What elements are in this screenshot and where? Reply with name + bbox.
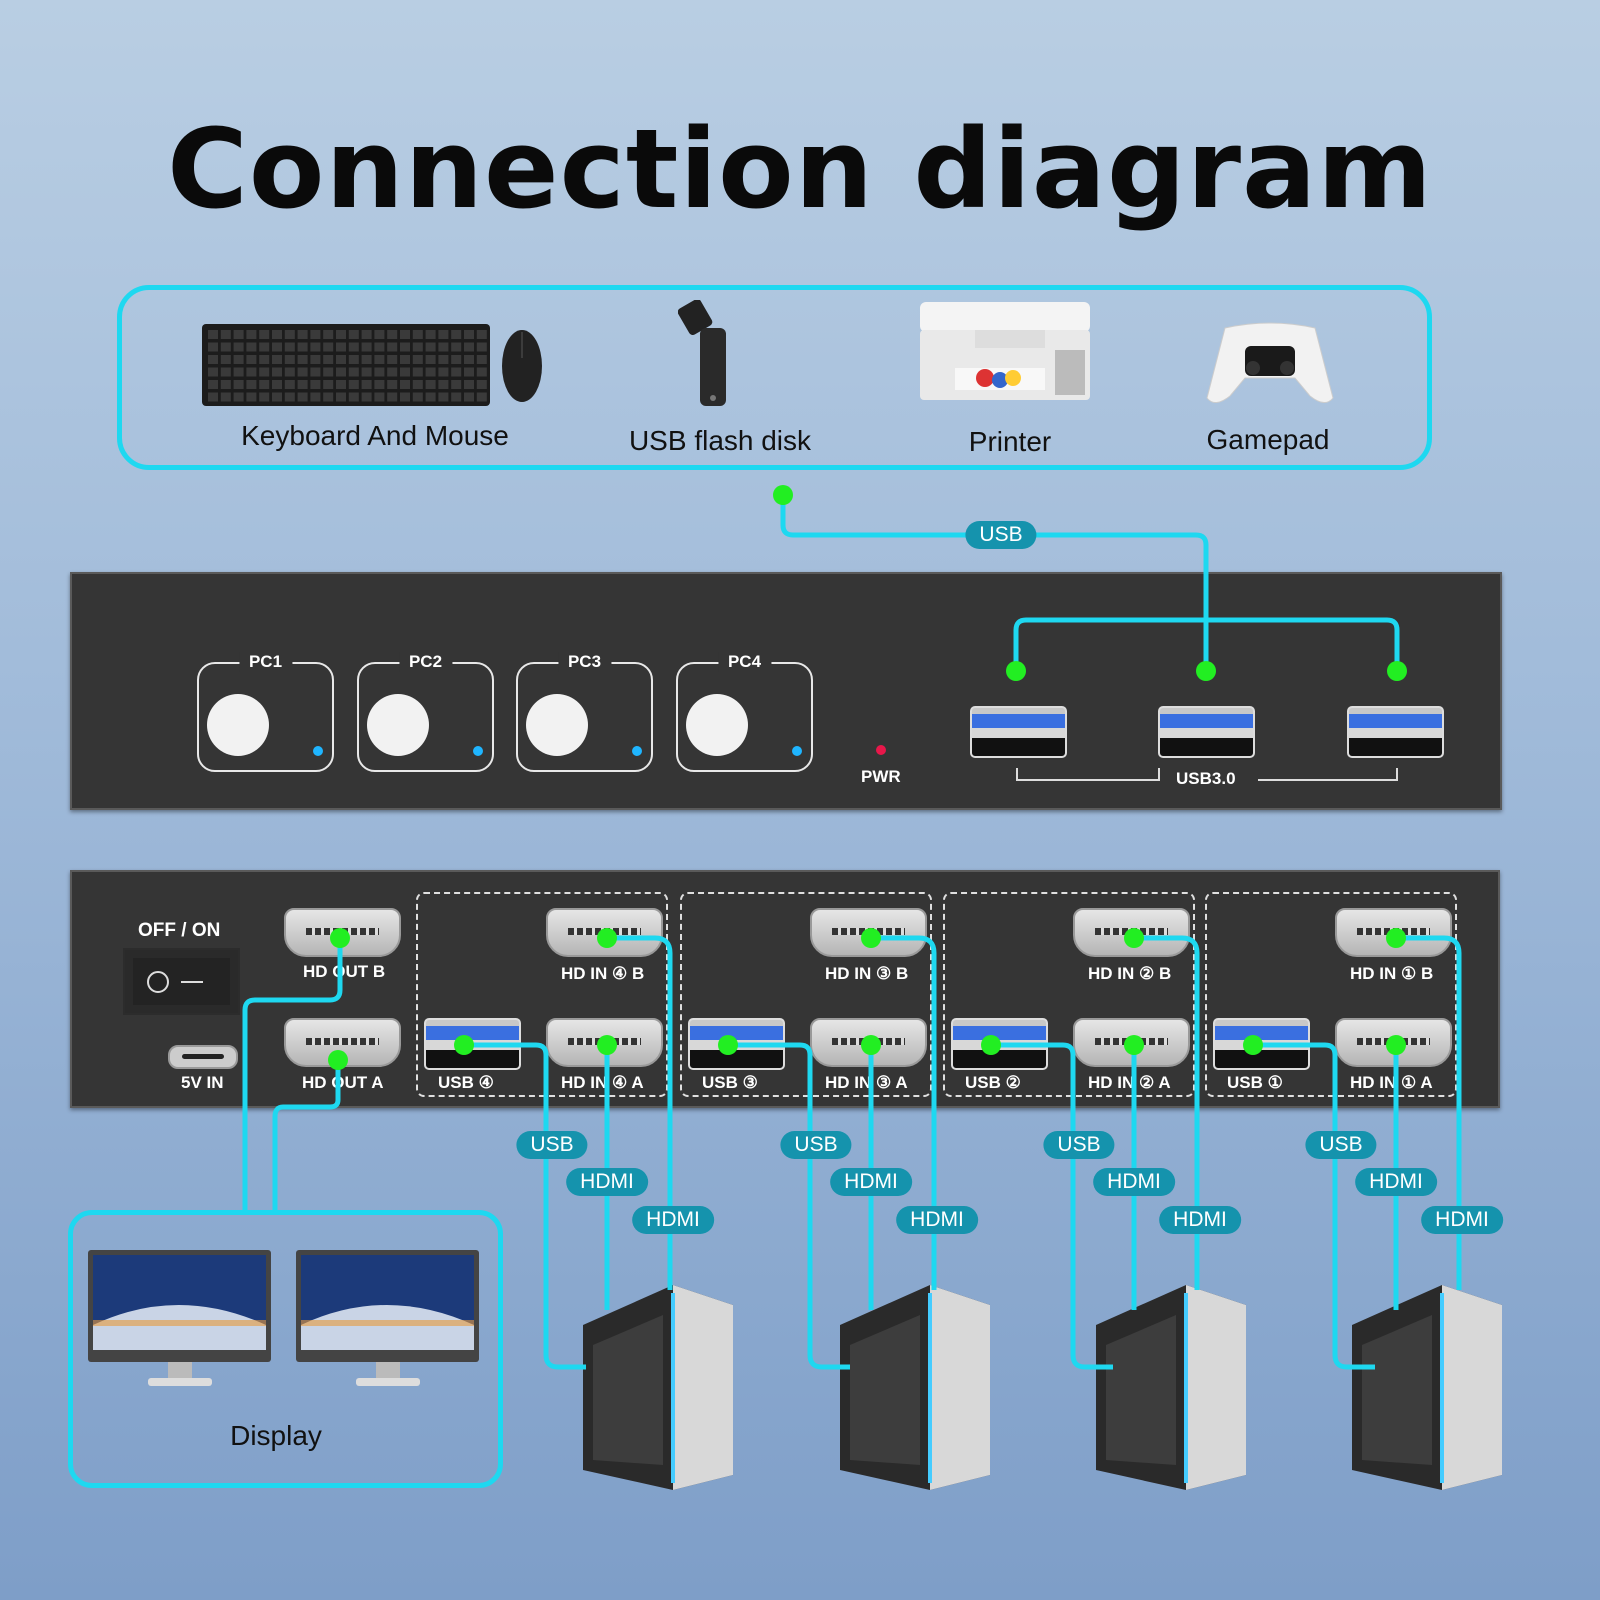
pc-tower-icon (1352, 1285, 1502, 1490)
pc3-label: PC3 (557, 652, 612, 672)
usb-label: USB ③ (702, 1073, 758, 1092)
hd-in-a-port[interactable] (810, 1018, 927, 1067)
pc-tower-icon (1096, 1285, 1246, 1490)
hdmi-cable-label: HDMI (566, 1168, 648, 1196)
hd-in-a-port[interactable] (1073, 1018, 1190, 1067)
hd-in-a-label: HD IN ③ A (825, 1073, 908, 1092)
hd-out-a-label: HD OUT A (302, 1073, 384, 1092)
hd-out-a-port[interactable] (284, 1018, 401, 1067)
pc4-label: PC4 (717, 652, 772, 672)
hd-in-b-port[interactable] (546, 908, 663, 957)
front-usb-port-1[interactable] (970, 706, 1067, 758)
usb-label: USB ④ (438, 1073, 494, 1092)
keyboard-mouse-icon (202, 324, 542, 406)
usb-cable-label: USB (780, 1131, 852, 1159)
hd-in-b-label: HD IN ④ B (561, 964, 645, 983)
hd-out-b-port[interactable] (284, 908, 401, 957)
usb-port[interactable] (688, 1018, 785, 1070)
5v-in-label: 5V IN (181, 1073, 224, 1092)
hd-in-b-label: HD IN ① B (1350, 964, 1434, 983)
hd-in-a-label: HD IN ② A (1088, 1073, 1171, 1092)
monitor-a-icon (88, 1250, 271, 1386)
device-label-printer: Printer (968, 426, 1052, 457)
switch-label: OFF / ON (138, 920, 221, 941)
hdmi-cable-label: HDMI (1093, 1168, 1175, 1196)
pc4-select-button[interactable] (686, 694, 748, 756)
hdmi-cable-label: HDMI (896, 1206, 978, 1234)
usb-cable-label: USB (1305, 1131, 1377, 1159)
hd-in-b-label: HD IN ③ B (825, 964, 909, 983)
hd-in-a-port[interactable] (546, 1018, 663, 1067)
hd-in-a-port[interactable] (1335, 1018, 1452, 1067)
hdmi-cable-label: HDMI (1355, 1168, 1437, 1196)
pc2-label: PC2 (398, 652, 453, 672)
pc3-button-box: PC3 (516, 652, 653, 772)
hdmi-cable-label: HDMI (1159, 1206, 1241, 1234)
pc1-button-box: PC1 (197, 652, 334, 772)
hdmi-cable-label: HDMI (830, 1168, 912, 1196)
usb-bracket-right (1258, 768, 1398, 781)
device-label-gamepad: Gamepad (1206, 424, 1330, 455)
hd-in-b-port[interactable] (1073, 908, 1190, 957)
hd-in-b-port[interactable] (810, 908, 927, 957)
hd-in-b-port[interactable] (1335, 908, 1452, 957)
pc-tower-icon (840, 1285, 990, 1490)
usb-port[interactable] (951, 1018, 1048, 1070)
usb-label: USB ① (1227, 1073, 1283, 1092)
usb-cable-label: USB (516, 1131, 588, 1159)
pc2-button-box: PC2 (357, 652, 494, 772)
5v-in-port[interactable] (168, 1045, 238, 1069)
front-usb-port-3[interactable] (1347, 706, 1444, 758)
usb-port[interactable] (424, 1018, 521, 1070)
printer-icon (920, 302, 1090, 400)
switch-on-icon (181, 981, 203, 983)
pc1-select-button[interactable] (207, 694, 269, 756)
front-usb-port-2[interactable] (1158, 706, 1255, 758)
device-label-usb-flash-disk: USB flash disk (628, 425, 812, 456)
pc1-led (313, 746, 323, 756)
usb-flash-disk-icon (678, 300, 726, 406)
power-switch[interactable] (123, 948, 240, 1015)
connection-dot (773, 485, 793, 505)
usb-cable-label: USB (965, 521, 1037, 549)
hd-in-a-label: HD IN ① A (1350, 1073, 1433, 1092)
hdmi-cable-label: HDMI (632, 1206, 714, 1234)
pc1-label: PC1 (238, 652, 293, 672)
pc4-led (792, 746, 802, 756)
usb3-label: USB3.0 (1176, 769, 1236, 788)
usb-port[interactable] (1213, 1018, 1310, 1070)
pc4-button-box: PC4 (676, 652, 813, 772)
peripheral-devices-box (117, 285, 1432, 470)
usb-label: USB ② (965, 1073, 1021, 1092)
pc3-select-button[interactable] (526, 694, 588, 756)
switch-off-icon (147, 971, 169, 993)
usb-bracket-left (1016, 768, 1160, 781)
device-label-keyboard-mouse: Keyboard And Mouse (241, 420, 509, 451)
pc-tower-icon (583, 1285, 733, 1490)
pwr-led (876, 745, 886, 755)
hdmi-cable-label: HDMI (1421, 1206, 1503, 1234)
pc2-led (473, 746, 483, 756)
pc3-led (632, 746, 642, 756)
hd-in-a-label: HD IN ④ A (561, 1073, 644, 1092)
monitor-b-icon (296, 1250, 479, 1386)
hd-in-b-label: HD IN ② B (1088, 964, 1172, 983)
gamepad-icon (1206, 322, 1334, 403)
pwr-label: PWR (861, 767, 901, 786)
pc2-select-button[interactable] (367, 694, 429, 756)
page-title: Connection diagram (167, 105, 1433, 233)
hd-out-b-label: HD OUT B (303, 962, 386, 981)
usb-cable-label: USB (1043, 1131, 1115, 1159)
display-label: Display (230, 1420, 322, 1451)
